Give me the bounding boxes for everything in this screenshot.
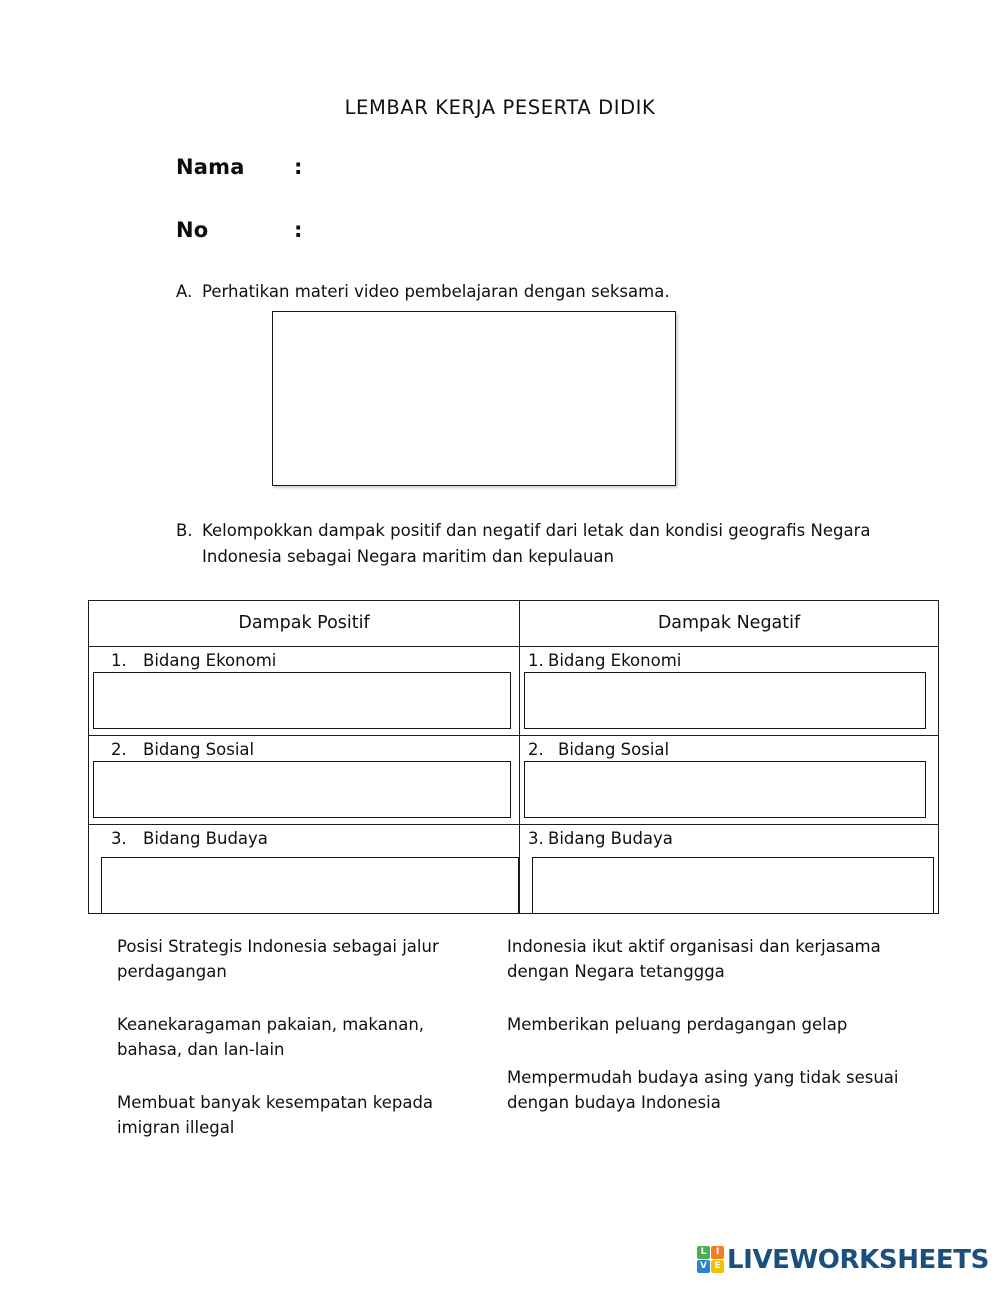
answer-input-negatif-budaya[interactable]: [532, 857, 934, 914]
instruction-a-marker: A.: [176, 282, 193, 301]
no-colon: :: [294, 218, 303, 242]
label-negatif-ekonomi: 1.Bidang Ekonomi: [520, 647, 938, 672]
liveworksheets-logo: L I V E LIVEWORKSHEETS: [697, 1246, 989, 1273]
nama-colon: :: [294, 155, 303, 179]
answer-bank-item[interactable]: Memberikan peluang perdagangan gelap: [507, 1015, 848, 1035]
negatif-ekonomi-text: Bidang Ekonomi: [548, 651, 682, 670]
cell-negatif-sosial: 2. Bidang Sosial: [519, 735, 939, 825]
answer-input-positif-sosial[interactable]: [93, 761, 511, 818]
positif-ekonomi-number: 1.: [111, 651, 127, 670]
positif-ekonomi-text: Bidang Ekonomi: [143, 651, 277, 670]
label-positif-ekonomi: 1. Bidang Ekonomi: [89, 647, 519, 672]
identity-row-nama: Nama:: [176, 155, 513, 179]
cell-negatif-budaya: 3.Bidang Budaya: [519, 824, 939, 914]
logo-tile-v: V: [697, 1260, 710, 1273]
instruction-a-text: Perhatikan materi video pembelajaran den…: [202, 282, 670, 301]
label-negatif-budaya: 3.Bidang Budaya: [520, 825, 938, 850]
negatif-sosial-number: 2.: [528, 740, 544, 759]
cell-positif-ekonomi: 1. Bidang Ekonomi: [88, 646, 520, 736]
negatif-budaya-text: Bidang Budaya: [548, 829, 673, 848]
answer-input-negatif-ekonomi[interactable]: [524, 672, 926, 729]
table-row: 1.Bidang Ekonomi 1.Bidang Ekonomi: [88, 646, 939, 736]
logo-tile-e: E: [711, 1260, 724, 1273]
label-negatif-sosial: 2. Bidang Sosial: [520, 736, 938, 761]
logo-tile-l: L: [697, 1246, 710, 1259]
liveworksheets-wordmark: LIVEWORKSHEETS: [727, 1244, 989, 1275]
cell-positif-budaya: 3. Bidang Budaya: [88, 824, 520, 914]
answer-bank-item[interactable]: Indonesia ikut aktif organisasi dan kerj…: [507, 937, 881, 982]
header-dampak-positif: Dampak Positif: [88, 600, 520, 647]
answer-bank-negative: Indonesia ikut aktif organisasi dan kerj…: [507, 934, 907, 1115]
cell-negatif-ekonomi: 1.Bidang Ekonomi: [519, 646, 939, 736]
instruction-a: A. Perhatikan materi video pembelajaran d…: [176, 279, 916, 305]
video-embed-placeholder[interactable]: [272, 311, 676, 486]
answer-input-positif-budaya[interactable]: [101, 857, 519, 914]
classification-table: Dampak Positif Dampak Negatif 1.Bidang E…: [88, 600, 939, 914]
positif-sosial-text: Bidang Sosial: [143, 740, 255, 759]
instruction-b-marker: B.: [176, 521, 193, 540]
nama-label: Nama: [176, 155, 245, 179]
positif-sosial-number: 2.: [111, 740, 127, 759]
answer-bank-item[interactable]: Posisi Strategis Indonesia sebagai jalur…: [117, 937, 439, 982]
cell-positif-sosial: 2. Bidang Sosial: [88, 735, 520, 825]
logo-tile-i: I: [711, 1246, 724, 1259]
answer-input-negatif-sosial[interactable]: [524, 761, 926, 818]
table-row: 3.Bidang Budaya 3.Bidang Budaya: [88, 824, 939, 914]
table-header-row: Dampak Positif Dampak Negatif: [88, 600, 939, 647]
negatif-sosial-text: Bidang Sosial: [558, 740, 670, 759]
answer-bank-positive: Posisi Strategis Indonesia sebagai jalur…: [117, 934, 487, 1140]
header-dampak-negatif: Dampak Negatif: [519, 600, 939, 647]
answer-bank-item[interactable]: Membuat banyak kesempatan kepada imigran…: [117, 1093, 434, 1138]
instruction-b: B. Kelompokkan dampak positif dan negatif…: [176, 518, 896, 569]
label-positif-budaya: 3. Bidang Budaya: [89, 825, 519, 850]
liveworksheets-logo-icon: L I V E: [697, 1246, 724, 1273]
answer-input-positif-ekonomi[interactable]: [93, 672, 511, 729]
negatif-ekonomi-number: 1.: [528, 651, 544, 670]
negatif-budaya-number: 3.: [528, 829, 544, 848]
no-label: No: [176, 218, 209, 242]
label-positif-sosial: 2. Bidang Sosial: [89, 736, 519, 761]
instruction-b-text: Kelompokkan dampak positif dan negatif d…: [202, 521, 871, 566]
page-title: LEMBAR KERJA PESERTA DIDIK: [344, 96, 656, 119]
table-row: 2. Bidang Sosial 2. Bidang Sosial: [88, 735, 939, 825]
identity-row-no: No:: [176, 218, 513, 242]
positif-budaya-number: 3.: [111, 829, 127, 848]
positif-budaya-text: Bidang Budaya: [143, 829, 268, 848]
answer-bank-item[interactable]: Keanekaragaman pakaian, makanan, bahasa,…: [117, 1015, 425, 1060]
answer-bank-item[interactable]: Mempermudah budaya asing yang tidak sesu…: [507, 1068, 899, 1113]
